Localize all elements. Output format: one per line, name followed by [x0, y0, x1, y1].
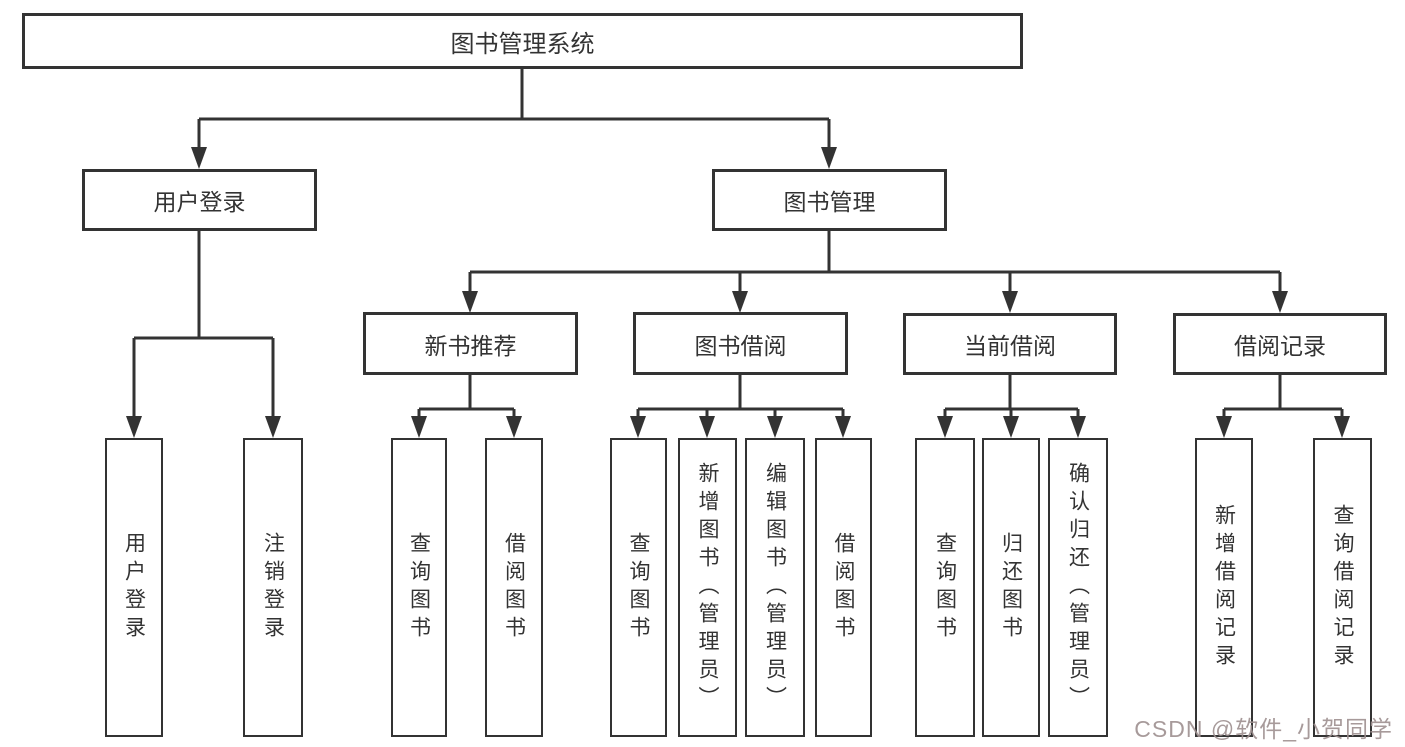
leaf-borrow-add-admin-label: 新增图书（管理员）: [696, 461, 719, 714]
node-user-login: 用户登录: [82, 169, 317, 231]
leaf-newbook-query: 查询图书: [391, 438, 447, 737]
leaf-record-add: 新增借阅记录: [1195, 438, 1253, 737]
leaf-logout: 注销登录: [243, 438, 303, 737]
node-new-book-recommend: 新书推荐: [363, 312, 578, 375]
leaf-current-confirm-admin: 确认归还（管理员）: [1048, 438, 1108, 737]
node-book-management-label: 图书管理: [783, 189, 876, 215]
node-book-borrow: 图书借阅: [633, 312, 848, 375]
leaf-newbook-query-label: 查询图书: [407, 531, 431, 644]
node-root-system-label: 图书管理系统: [450, 30, 595, 58]
leaf-borrow-query: 查询图书: [610, 438, 667, 737]
node-user-login-label: 用户登录: [153, 189, 246, 215]
leaf-record-query: 查询借阅记录: [1313, 438, 1372, 737]
node-root-system: 图书管理系统: [22, 13, 1023, 69]
leaf-borrow-add-admin: 新增图书（管理员）: [678, 438, 737, 737]
leaf-borrow-borrow: 借阅图书: [815, 438, 872, 737]
node-borrow-record: 借阅记录: [1173, 313, 1387, 375]
leaf-logout-label: 注销登录: [261, 531, 285, 644]
node-current-borrow-label: 当前借阅: [964, 333, 1056, 359]
leaf-current-return-label: 归还图书: [999, 531, 1023, 644]
node-current-borrow: 当前借阅: [903, 313, 1117, 375]
leaf-borrow-edit-admin: 编辑图书（管理员）: [745, 438, 805, 737]
leaf-current-confirm-admin-label: 确认归还（管理员）: [1066, 461, 1090, 714]
leaf-borrow-edit-admin-label: 编辑图书（管理员）: [763, 461, 787, 714]
leaf-current-return: 归还图书: [982, 438, 1040, 737]
leaf-newbook-borrow-label: 借阅图书: [502, 531, 526, 644]
leaf-record-add-label: 新增借阅记录: [1212, 503, 1236, 672]
leaf-borrow-borrow-label: 借阅图书: [832, 531, 855, 644]
node-new-book-recommend-label: 新书推荐: [424, 332, 517, 359]
leaf-user-login: 用户登录: [105, 438, 163, 737]
node-book-borrow-label: 图书借阅: [694, 332, 787, 359]
leaf-newbook-borrow: 借阅图书: [485, 438, 543, 737]
node-book-management: 图书管理: [712, 169, 947, 231]
leaf-borrow-query-label: 查询图书: [627, 531, 650, 644]
leaf-current-query: 查询图书: [915, 438, 975, 737]
leaf-record-query-label: 查询借阅记录: [1331, 503, 1354, 672]
leaf-user-login-label: 用户登录: [122, 531, 146, 644]
leaf-current-query-label: 查询图书: [933, 531, 957, 644]
node-borrow-record-label: 借阅记录: [1234, 333, 1326, 359]
